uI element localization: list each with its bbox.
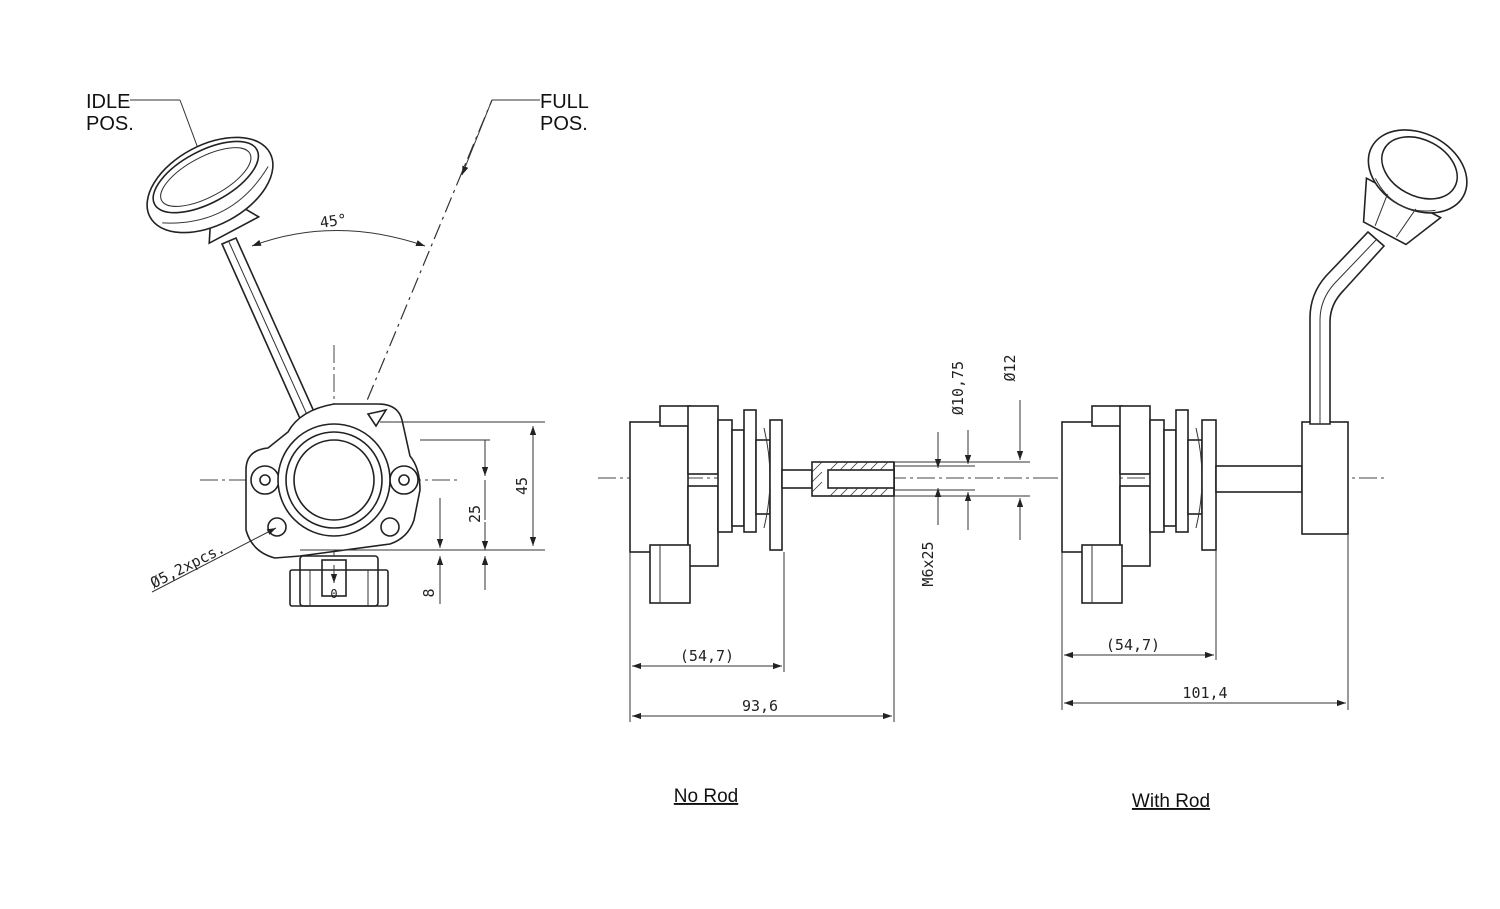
full-label-line2: POS. (540, 113, 588, 135)
zero-mark: 0 (330, 587, 337, 601)
dim-diameter-12: Ø12 (1001, 354, 1019, 381)
dim-diameter-10-75: Ø10,75 (949, 361, 967, 415)
dim-with-rod-547: (54,7) (1106, 636, 1160, 654)
caption-with-rod: With Rod (1132, 791, 1210, 812)
side-view-no-rod (598, 400, 1040, 722)
full-label-line1: FULL (540, 91, 589, 113)
dim-25: 25 (466, 505, 484, 523)
side-view-with-rod (1040, 129, 1468, 710)
dim-with-rod-1014: 101,4 (1182, 684, 1227, 702)
hole-dimension: Ø5,2xpcs. (147, 539, 228, 592)
dim-8: 8 (420, 588, 438, 597)
dim-thread: M6x25 (919, 541, 937, 586)
idle-label-line2: POS. (86, 113, 134, 135)
angle-dimension: 45° (319, 210, 348, 232)
caption-no-rod: No Rod (674, 786, 738, 807)
dim-no-rod-936: 93,6 (742, 697, 778, 715)
idle-label-line1: IDLE (86, 91, 130, 113)
front-view (130, 99, 545, 607)
dim-45: 45 (513, 477, 531, 495)
dim-no-rod-547: (54,7) (680, 647, 734, 665)
